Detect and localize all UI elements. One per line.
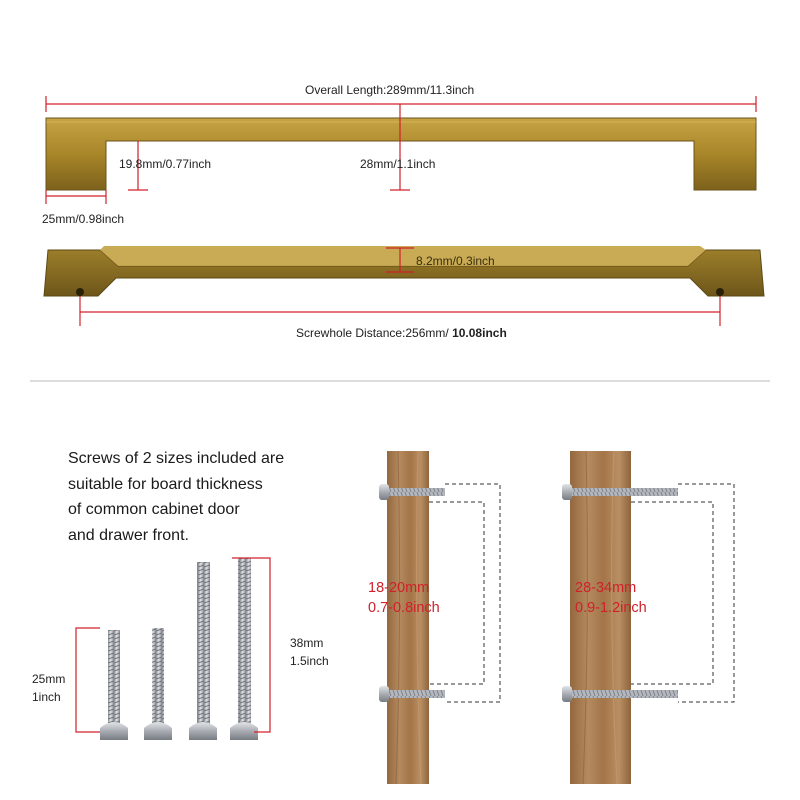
overall-length-label: Overall Length:289mm/11.3inch xyxy=(305,83,475,97)
screw-bottom xyxy=(562,686,678,702)
screw-bottom xyxy=(379,686,445,702)
board-thin-label: 18-20mm 0.7-0.8inch xyxy=(368,578,440,618)
board-thin-mm: 18-20mm xyxy=(368,580,430,596)
thickness-label: 8.2mm/0.3inch xyxy=(416,254,495,268)
screwhole-distance-inch: 10.08inch xyxy=(452,326,507,340)
foot-width-label: 25mm/0.98inch xyxy=(42,212,125,226)
screw-top xyxy=(379,484,445,500)
screwhole-left xyxy=(76,288,84,296)
board-thin xyxy=(379,450,501,785)
long-screw-2 xyxy=(230,558,258,740)
long-screw-label: 38mm 1.5inch xyxy=(290,634,329,670)
board-thin-inch: 0.7-0.8inch xyxy=(368,600,440,616)
long-screw-mm: 38mm xyxy=(290,636,324,650)
description-line: suitable for board thickness xyxy=(68,475,263,493)
short-screw-label: 25mm 1inch xyxy=(32,670,65,706)
board-thick-mm: 28-34mm xyxy=(575,580,637,596)
short-screw-mm: 25mm xyxy=(32,672,66,686)
inner-height-label: 19.8mm/0.77inch xyxy=(119,157,212,171)
screw-length-brackets xyxy=(75,557,271,733)
screwhole-distance-text: Screwhole Distance:256mm/ xyxy=(296,326,453,340)
screw-top xyxy=(562,484,678,500)
short-screw-2 xyxy=(144,628,172,740)
board-thick-inch: 0.9-1.2inch xyxy=(575,600,647,616)
screwhole-distance-label: Screwhole Distance:256mm/ 10.08inch xyxy=(296,326,507,340)
long-screw-inch: 1.5inch xyxy=(290,654,329,668)
dimension-lines xyxy=(45,96,757,326)
board-thick-label: 28-34mm 0.9-1.2inch xyxy=(575,578,647,618)
handle-front-view xyxy=(45,117,757,191)
screws xyxy=(100,558,258,740)
long-screw-1 xyxy=(189,562,217,740)
short-screw-1 xyxy=(100,630,128,740)
short-screw-inch: 1inch xyxy=(32,690,61,704)
description-line: Screws of 2 sizes included are xyxy=(68,450,285,467)
handle-angle-view xyxy=(43,246,765,297)
board-thick xyxy=(562,450,735,785)
description-line: and drawer front. xyxy=(68,526,189,544)
screwhole-right xyxy=(716,288,724,296)
height-label: 28mm/1.1inch xyxy=(360,157,436,171)
screw-description: Screws of 2 sizes included are suitable … xyxy=(68,446,284,548)
description-line: of common cabinet door xyxy=(68,501,240,518)
